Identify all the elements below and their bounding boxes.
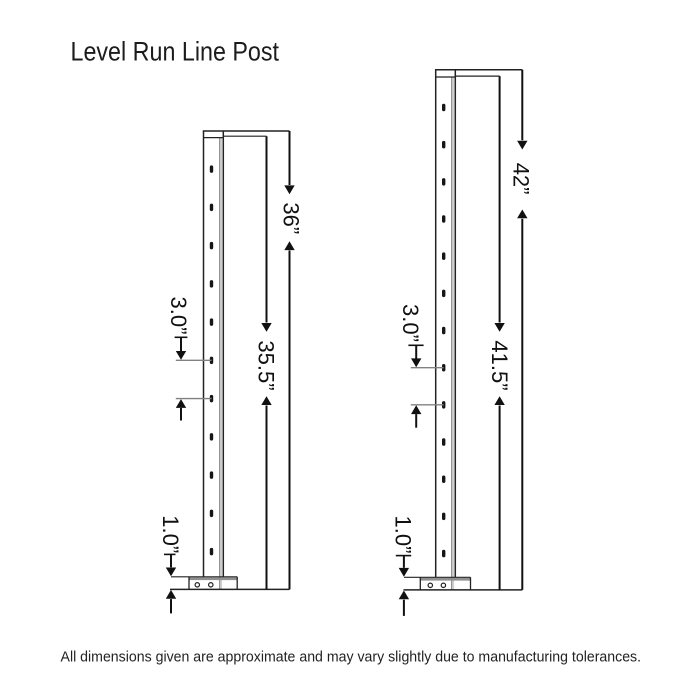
svg-text:41.5”: 41.5” <box>487 340 512 390</box>
svg-text:All dimensions given are appro: All dimensions given are approximate and… <box>61 650 642 666</box>
svg-text:36”: 36” <box>279 202 304 234</box>
svg-text:1.0”: 1.0” <box>158 515 183 553</box>
svg-text:3.0”: 3.0” <box>398 304 423 342</box>
svg-text:35.5”: 35.5” <box>253 340 278 390</box>
svg-text:42”: 42” <box>509 163 534 195</box>
svg-text:Level Run Line Post: Level Run Line Post <box>71 37 280 67</box>
svg-text:1.0”: 1.0” <box>391 516 416 554</box>
svg-text:3.0”: 3.0” <box>166 297 191 335</box>
